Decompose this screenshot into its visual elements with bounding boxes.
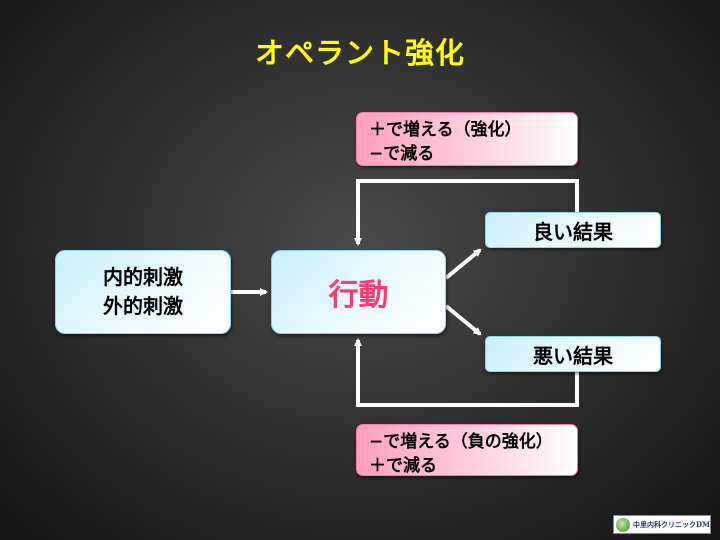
- stimulus-external-label: 外的刺激: [103, 294, 183, 318]
- bad-feedback-loop-arrow: [354, 338, 579, 407]
- slide-title: オペラント強化: [254, 36, 465, 70]
- behavior-box: 行動: [271, 250, 446, 334]
- negative-reinforcement-note: −で増える（負の強化） ＋で減る: [356, 424, 578, 476]
- good-result-label: 良い結果: [533, 219, 613, 244]
- clinic-logo-text: 中里内科クリニックDM: [633, 519, 710, 529]
- reinforcement-note-line1: ＋で増える（強化）: [369, 120, 522, 140]
- stimulus-internal-label: 内的刺激: [103, 265, 183, 289]
- clinic-logo: 中里内科クリニックDM: [613, 515, 711, 534]
- stimulus-box: 内的刺激 外的刺激: [55, 250, 231, 334]
- clinic-logo-icon: [616, 517, 630, 532]
- bad-result-label: 悪い結果: [533, 343, 613, 368]
- bad-result-box: 悪い結果: [485, 336, 661, 372]
- behavior-to-good-arrow: [444, 248, 482, 280]
- reinforcement-note-line2: −で減る: [369, 144, 435, 164]
- reinforcement-note: ＋で増える（強化） −で減る: [356, 112, 578, 166]
- behavior-to-bad-arrow: [444, 304, 482, 336]
- good-feedback-loop-arrow: [354, 179, 579, 246]
- behavior-label: 行動: [328, 278, 389, 313]
- good-result-box: 良い結果: [485, 212, 661, 248]
- negative-reinforcement-note-line1: −で増える（負の強化）: [369, 432, 553, 452]
- negative-reinforcement-note-line2: ＋で減る: [369, 456, 437, 476]
